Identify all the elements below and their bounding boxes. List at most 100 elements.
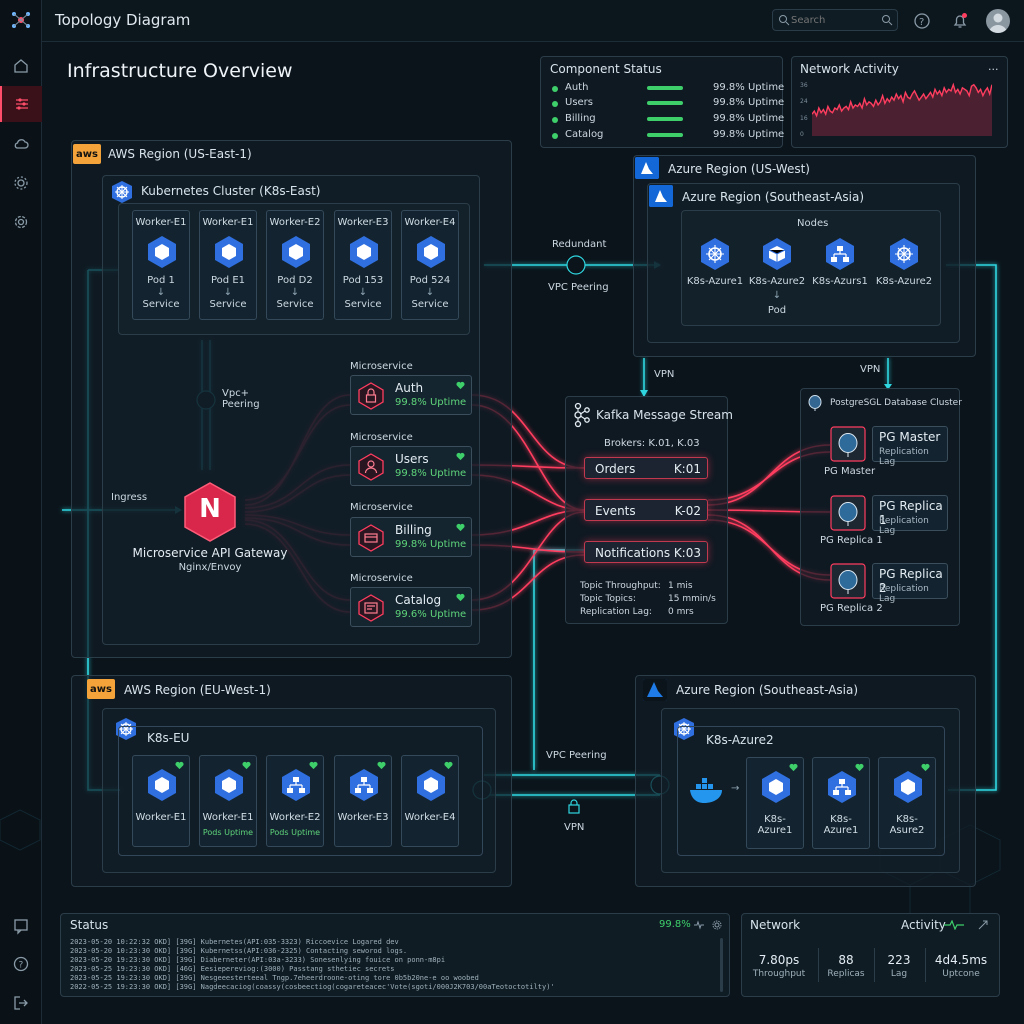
pod-label: Pod: [767, 305, 787, 316]
page-title: Infrastructure Overview: [67, 60, 293, 82]
log-line: 2023-05-25 19:23:30 OKD] [39G] Nesgeeest…: [70, 974, 479, 982]
status-name: Billing: [565, 113, 596, 124]
azure-node-card[interactable]: K8s-Asure2: [878, 757, 936, 849]
sidebar: ?: [0, 0, 42, 1024]
eu-worker-card[interactable]: Worker-E4: [401, 755, 459, 847]
y-tick: 16: [800, 115, 808, 122]
kafka-topic-notifications[interactable]: Notifications K:03: [584, 541, 708, 563]
worker-name: Worker-E2: [269, 812, 321, 823]
container-icon: [417, 236, 445, 268]
k8s-azure2-cluster-title: K8s-Azure2: [706, 733, 774, 747]
status-bar: [647, 86, 683, 90]
down-arrow-icon: ↓: [358, 287, 368, 298]
kafka-brokers: Brokers: K.01, K.03: [604, 438, 700, 449]
eu-worker-card[interactable]: Worker-E2 Pods Uptime: [266, 755, 324, 847]
nginx-gateway-icon[interactable]: [178, 480, 242, 544]
worker-pod: Pod D2: [277, 275, 313, 286]
worker-card[interactable]: Worker-E3 Pod 153 ↓ Service: [334, 210, 392, 320]
container-icon: [350, 236, 378, 268]
lock-icon: [358, 382, 384, 410]
pg-node-lag: Replication Lag: [879, 516, 929, 536]
worker-sub: Pods Uptime: [202, 828, 254, 837]
eu-worker-card[interactable]: Worker-E1 Pods Uptime: [199, 755, 257, 847]
worker-sub: Pods Uptime: [269, 828, 321, 837]
log-scrollbar[interactable]: [720, 938, 723, 992]
down-arrow-icon: ↓: [290, 287, 300, 298]
postgres-icon[interactable]: [830, 426, 866, 462]
avatar[interactable]: [986, 9, 1010, 33]
nav-help[interactable]: ?: [0, 946, 42, 982]
log-line: 2022-05-25 19:23:30 OKD] [39G] Nagdeecac…: [70, 983, 555, 991]
top-bar: Topology Diagram ?: [42, 0, 1024, 42]
aws-us-region-title: AWS Region (US-East-1): [108, 147, 252, 161]
worker-pod: Pod 153: [342, 275, 384, 286]
network-tree-icon[interactable]: [822, 236, 858, 272]
docker-whale-icon: [690, 778, 722, 803]
kafka-stat-label: Replication Lag:: [580, 607, 652, 617]
microservice-users-card[interactable]: Users 99.8% Uptime: [350, 446, 472, 486]
kubernetes-icon[interactable]: [697, 236, 733, 272]
metric-value: 223: [887, 953, 911, 967]
network-activity-menu-button[interactable]: ...: [988, 60, 999, 73]
eu-worker-card[interactable]: Worker-E1: [132, 755, 190, 847]
nav-topology[interactable]: [0, 86, 42, 122]
vpn-label: VPN: [654, 369, 675, 380]
kafka-stat-label: Topic Topics:: [580, 594, 636, 604]
kafka-topic-events[interactable]: Events K-02: [584, 499, 708, 521]
nav-services[interactable]: [0, 165, 42, 201]
microservice-billing-card[interactable]: Billing 99.8% Uptime: [350, 517, 472, 557]
azure-node-card[interactable]: K8s-Azure1: [746, 757, 804, 849]
eu-worker-card[interactable]: Worker-E3: [334, 755, 392, 847]
metric-label: Lag: [890, 969, 908, 979]
worker-card[interactable]: Worker-E2 Pod D2 ↓ Service: [266, 210, 324, 320]
k8s-eu-cluster-title: K8s-EU: [147, 731, 190, 745]
azure-node-card[interactable]: K8s-Azure1: [812, 757, 870, 849]
postgres-icon[interactable]: [830, 563, 866, 599]
worker-service: Service: [411, 299, 449, 310]
bell-icon[interactable]: [950, 11, 970, 31]
worker-card[interactable]: Worker-E1 Pod E1 ↓ Service: [199, 210, 257, 320]
help-circle-icon[interactable]: ?: [912, 11, 932, 31]
metric-divider: [925, 948, 926, 982]
nav-cloud[interactable]: [0, 126, 42, 162]
help-icon: ?: [13, 956, 29, 972]
down-arrow-icon: ↓: [223, 287, 233, 298]
microservice-catalog-card[interactable]: Catalog 99.6% Uptime: [350, 587, 472, 627]
worker-card[interactable]: Worker-E4 Pod 524 ↓ Service: [401, 210, 459, 320]
container-stack-icon[interactable]: [759, 236, 795, 272]
heart-icon: [456, 381, 465, 390]
nav-settings[interactable]: [0, 204, 42, 240]
postgres-icon: [808, 395, 822, 411]
pg-node-name: PG Master: [879, 430, 941, 444]
expand-icon[interactable]: [978, 920, 988, 930]
kubernetes-icon[interactable]: [886, 236, 922, 272]
status-dot: [552, 117, 558, 123]
nav-messages[interactable]: [0, 908, 42, 944]
search-submit-icon[interactable]: [881, 14, 893, 26]
microservice-auth-card[interactable]: Auth 99.8% Uptime: [350, 375, 472, 415]
settings-icon[interactable]: [712, 920, 722, 930]
azure-nodes-panel: [681, 210, 941, 326]
worker-name: Worker-E4: [404, 812, 456, 823]
postgres-icon[interactable]: [830, 495, 866, 531]
container-icon: [417, 769, 445, 801]
metric-label: Replicas: [827, 969, 865, 979]
pg-replica-2-box[interactable]: PG Replica 2 Replication Lag: [872, 563, 948, 604]
kafka-topic-orders[interactable]: Orders K:01: [584, 457, 708, 479]
pg-replica-1-box[interactable]: PG Replica 1 Replication Lag: [872, 495, 948, 536]
microservice-uptime: 99.8% Uptime: [395, 468, 467, 479]
container-icon: [215, 769, 243, 801]
pg-master-box[interactable]: PG Master Replication Lag: [872, 426, 948, 467]
search-input[interactable]: [772, 9, 898, 31]
node-name: K8s-Azure2: [875, 276, 933, 287]
home-icon: [14, 59, 28, 73]
heart-icon: [444, 761, 453, 770]
nav-home[interactable]: [0, 48, 42, 84]
status-dot: [552, 86, 558, 92]
status-uptime: 99.8%: [659, 919, 691, 930]
nav-logout[interactable]: [0, 985, 42, 1021]
worker-service: Service: [276, 299, 314, 310]
status-name: Catalog: [565, 129, 604, 140]
heart-icon: [242, 761, 251, 770]
worker-card[interactable]: Worker-E1 Pod 1 ↓ Service: [132, 210, 190, 320]
